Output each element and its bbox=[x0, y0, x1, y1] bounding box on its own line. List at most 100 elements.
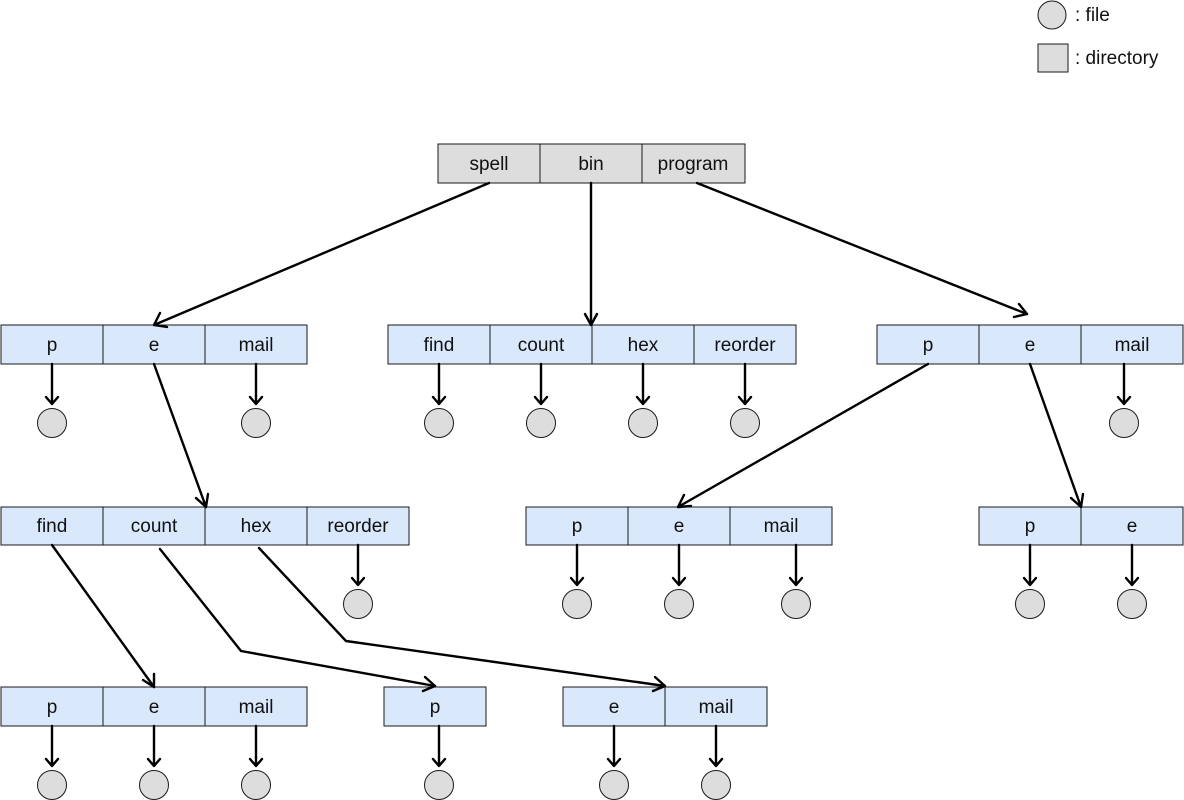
root-entry-bin bbox=[539, 143, 643, 184]
edge-to-file bbox=[146, 724, 162, 768]
bin-entry-hex-label: hex bbox=[628, 335, 659, 356]
edge-to-file bbox=[788, 543, 804, 587]
find-entry-mail bbox=[204, 686, 308, 727]
file-node bbox=[1109, 408, 1139, 438]
edge-to-file bbox=[248, 724, 264, 768]
program-p-entry-e-label: e bbox=[674, 516, 685, 537]
arrowhead bbox=[1012, 302, 1029, 319]
root-entry-program-label: program bbox=[658, 154, 729, 175]
edge-hex-to-hex-directory bbox=[257, 546, 667, 688]
arrowhead bbox=[152, 311, 169, 329]
file-node bbox=[241, 770, 271, 800]
hex-entry-mail-label: mail bbox=[699, 697, 734, 718]
file-node bbox=[781, 589, 811, 619]
program-p-entry-mail-label: mail bbox=[764, 516, 799, 537]
legend-file-icon bbox=[1037, 0, 1067, 30]
edge-to-file bbox=[708, 724, 724, 768]
file-node bbox=[526, 408, 556, 438]
spell-e-entry-reorder bbox=[306, 506, 410, 546]
find-entry-p bbox=[0, 686, 104, 727]
spell-e-entry-hex-label: hex bbox=[241, 516, 272, 537]
file-nodes bbox=[37, 408, 1147, 800]
arrowhead bbox=[651, 675, 667, 693]
bin-directory: find count hex reorder bbox=[387, 324, 797, 365]
bin-entry-find-label: find bbox=[424, 335, 455, 356]
root-entry-spell bbox=[437, 143, 541, 184]
arrowhead bbox=[194, 492, 210, 509]
file-node bbox=[1015, 589, 1045, 619]
find-entry-e-label: e bbox=[149, 697, 160, 718]
program-p-entry-p-label: p bbox=[572, 516, 583, 537]
program-entry-mail-label: mail bbox=[1115, 335, 1150, 356]
count-directory: p bbox=[383, 686, 487, 727]
count-entry-p bbox=[383, 686, 487, 727]
legend-directory-label: : directory bbox=[1075, 48, 1159, 69]
edge-to-file bbox=[1022, 543, 1038, 587]
spell-directory: p e mail bbox=[0, 324, 308, 365]
file-edges bbox=[44, 362, 1140, 768]
file-node bbox=[599, 770, 629, 800]
spell-entry-mail bbox=[204, 324, 308, 365]
file-node bbox=[664, 589, 694, 619]
edge-to-file bbox=[431, 362, 447, 406]
edge-count-to-count-directory bbox=[158, 547, 437, 688]
legend-directory-icon bbox=[1037, 43, 1069, 73]
edge-spell-e-to-subdirectory bbox=[152, 362, 208, 509]
program-e-entry-p-label: p bbox=[1025, 516, 1036, 537]
edge-to-file bbox=[606, 724, 622, 768]
bin-entry-reorder bbox=[693, 324, 797, 365]
program-e-directory: p e bbox=[978, 506, 1184, 546]
legend-file-label: : file bbox=[1075, 5, 1110, 26]
arrowhead bbox=[583, 312, 599, 327]
edge-to-file bbox=[533, 362, 549, 406]
edge-to-file bbox=[1116, 362, 1132, 406]
hex-entry-mail bbox=[664, 686, 768, 727]
spell-entry-e-label: e bbox=[149, 335, 160, 356]
find-entry-mail-label: mail bbox=[239, 697, 274, 718]
arrowhead bbox=[141, 672, 156, 689]
program-entry-e bbox=[978, 324, 1082, 365]
find-directory: p e mail bbox=[0, 686, 308, 727]
file-node bbox=[628, 408, 658, 438]
bin-entry-count bbox=[489, 324, 593, 365]
hex-directory: e mail bbox=[562, 686, 768, 727]
hex-entry-e bbox=[562, 686, 666, 727]
edge-program-p-to-subdirectory bbox=[676, 362, 930, 509]
file-node bbox=[343, 589, 373, 619]
file-node bbox=[730, 408, 760, 438]
program-directory: p e mail bbox=[876, 324, 1184, 365]
program-entry-p-label: p bbox=[923, 335, 934, 356]
edge-to-file bbox=[350, 543, 366, 587]
spell-e-entry-count-label: count bbox=[131, 516, 178, 537]
program-p-entry-e bbox=[627, 506, 731, 546]
edge-to-file bbox=[431, 724, 447, 768]
file-node bbox=[701, 770, 731, 800]
program-p-entry-p bbox=[525, 506, 629, 546]
edge-find-to-find-directory bbox=[50, 543, 156, 689]
find-entry-p-label: p bbox=[47, 697, 58, 718]
file-node bbox=[139, 770, 169, 800]
file-node bbox=[241, 408, 271, 438]
file-node bbox=[37, 770, 67, 800]
spell-e-directory: find count hex reorder bbox=[0, 506, 410, 546]
hex-entry-e-label: e bbox=[609, 697, 620, 718]
spell-e-entry-reorder-label: reorder bbox=[327, 516, 389, 537]
edge-to-file bbox=[737, 362, 753, 406]
arrowhead bbox=[421, 675, 437, 693]
arrowhead bbox=[1069, 492, 1085, 509]
program-e-entry-e bbox=[1080, 506, 1184, 546]
program-p-entry-mail bbox=[729, 506, 833, 546]
spell-e-entry-find bbox=[0, 506, 104, 546]
file-node bbox=[424, 408, 454, 438]
bin-entry-reorder-label: reorder bbox=[714, 335, 776, 356]
spell-entry-p-label: p bbox=[47, 335, 58, 356]
edge-to-file bbox=[44, 724, 60, 768]
edge-to-file bbox=[44, 362, 60, 406]
file-node bbox=[562, 589, 592, 619]
root-entry-program bbox=[641, 143, 746, 184]
edge-to-file bbox=[1124, 543, 1140, 587]
file-node bbox=[37, 408, 67, 438]
program-e-entry-e-label: e bbox=[1127, 516, 1138, 537]
spell-entry-mail-label: mail bbox=[239, 335, 274, 356]
bin-entry-count-label: count bbox=[518, 335, 565, 356]
